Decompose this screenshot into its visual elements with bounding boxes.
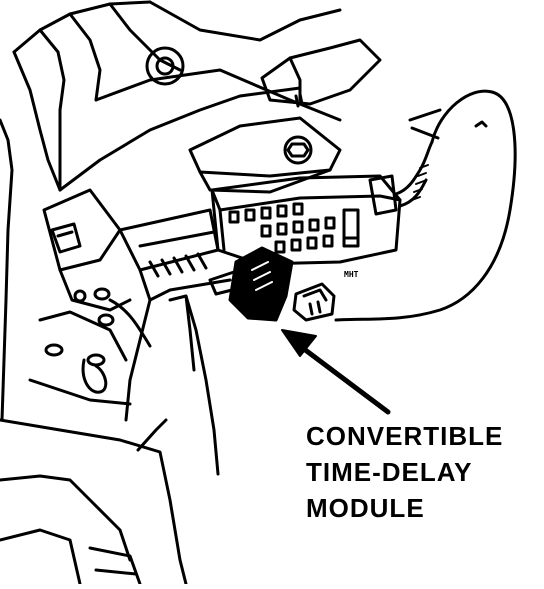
fuse-block <box>210 174 402 266</box>
dash-underside <box>118 208 232 422</box>
callout-line-1: CONVERTIBLE <box>306 421 504 451</box>
connector-mark: MHT <box>344 270 359 279</box>
callout-line-2: TIME-DELAY <box>306 457 473 487</box>
center-trim <box>168 294 220 476</box>
module-callout: CONVERTIBLE TIME-DELAY MODULE <box>306 418 538 526</box>
time-delay-module <box>208 246 294 322</box>
plug-connector <box>292 282 336 322</box>
left-brackets <box>28 188 152 406</box>
mounting-bracket <box>188 116 342 194</box>
pointer-arrow <box>281 329 391 415</box>
lower-panel <box>0 418 188 586</box>
instrument-panel <box>0 0 342 422</box>
wire-harness <box>334 89 517 322</box>
callout-line-3: MODULE <box>306 493 425 523</box>
